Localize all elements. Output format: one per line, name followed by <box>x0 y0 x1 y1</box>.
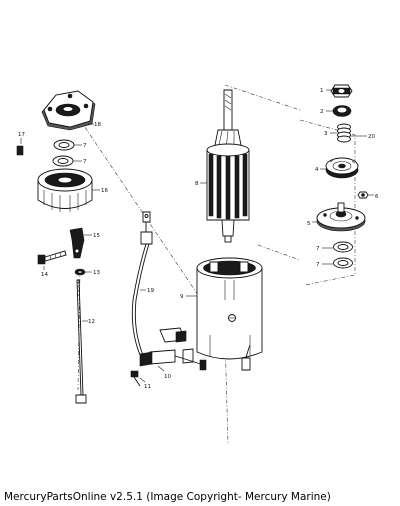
callout-labels: 1 2 3 4 5 6 7 7 7 7 8 9 10 11 12 13 14 1… <box>18 88 379 390</box>
callout-18: 18 <box>94 122 101 128</box>
callout-12: 12 <box>88 319 95 325</box>
callout-19: 19 <box>147 288 154 294</box>
callout-10: 10 <box>164 374 171 380</box>
bracket-part-15 <box>69 227 92 259</box>
end-cap-part-5 <box>312 202 366 232</box>
callout-9: 9 <box>180 294 184 300</box>
bolt-part-14 <box>37 250 67 270</box>
callout-15: 15 <box>93 233 100 239</box>
callout-4: 4 <box>315 167 319 173</box>
callout-16: 16 <box>101 188 108 194</box>
drive-gear-part-4 <box>320 157 359 179</box>
washer-part-7-left-lower <box>52 155 82 167</box>
callout-14: 14 <box>41 272 48 278</box>
nut-part-1 <box>326 84 353 98</box>
callout-7-right-lower: 7 <box>316 262 320 268</box>
small-screw-part-17 <box>16 138 24 156</box>
callout-2: 2 <box>320 109 324 115</box>
through-bolt-part-12 <box>75 279 88 404</box>
frame-housing-part-9 <box>186 257 263 360</box>
screw-part-11 <box>130 370 146 387</box>
callout-6: 6 <box>375 194 379 200</box>
spring-part-3 <box>330 123 367 143</box>
callout-3: 3 <box>324 131 328 137</box>
lock-washer-part-13 <box>74 268 92 276</box>
drive-end-housing-part-16 <box>37 168 100 212</box>
callout-1: 1 <box>320 88 324 94</box>
washer-part-7-right-lower <box>322 257 353 269</box>
callout-20: 20 <box>368 134 375 140</box>
washer-part-7-left-upper <box>53 139 82 151</box>
callout-11: 11 <box>144 384 151 390</box>
small-nut-part-6 <box>357 191 374 199</box>
callout-17: 17 <box>18 132 25 138</box>
lead-wire-part-19 <box>131 211 153 356</box>
exploded-parts-diagram: 1 2 3 4 5 6 7 7 7 7 8 9 10 11 12 13 14 1… <box>16 84 379 446</box>
mounting-plate-part-18 <box>41 90 96 131</box>
callout-8: 8 <box>195 181 199 187</box>
collar-part-2 <box>326 105 352 117</box>
armature-part-8 <box>200 89 250 243</box>
callout-7-right-upper: 7 <box>316 246 320 252</box>
callout-7-left-lower: 7 <box>83 159 87 165</box>
brush-assembly-part-10 <box>139 327 251 372</box>
copyright-caption: MercuryPartsOnline v2.5.1 (Image Copyrig… <box>4 491 331 503</box>
callout-5: 5 <box>307 221 311 227</box>
callout-7-left-upper: 7 <box>83 143 87 149</box>
washer-part-7-right-upper <box>322 241 353 253</box>
callout-13: 13 <box>93 270 100 276</box>
